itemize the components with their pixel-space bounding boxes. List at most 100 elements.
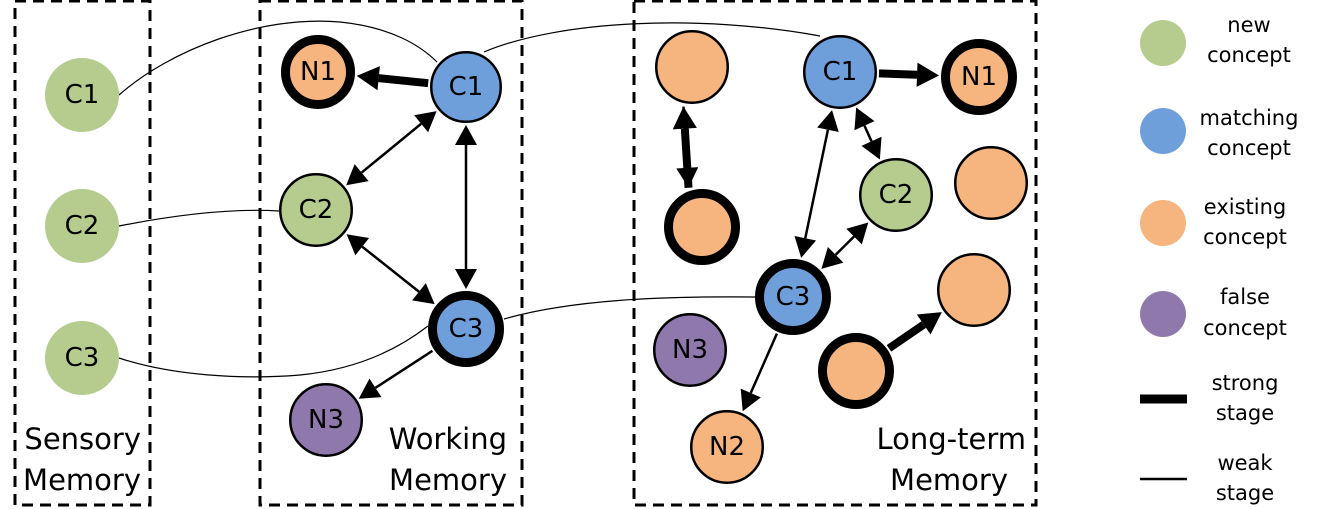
concept-node-l_e4 <box>937 253 1011 327</box>
edge-l_e2-to-l_e1-arrowhead <box>672 106 697 130</box>
legend-swatch-existing <box>1140 200 1186 246</box>
concept-circle-existing <box>954 146 1028 220</box>
region-label-sensory-line2: Memory <box>23 463 141 497</box>
concept-node-l_c2: C2 <box>859 158 933 232</box>
concept-node-w_c3: C3 <box>428 291 504 367</box>
edge-w_c1-to-w_c2-arrowhead <box>346 164 369 186</box>
concept-label: C3 <box>449 314 484 344</box>
concept-circle-matching <box>430 51 502 123</box>
legend-label-new-line1: new <box>1227 13 1270 37</box>
edge-l_e5-to-l_e4 <box>886 321 926 352</box>
edge-l_c1-to-l_c2-arrowhead <box>861 136 882 160</box>
concept-circle-existing <box>281 35 355 109</box>
concept-node-l_c1: C1 <box>803 35 877 109</box>
link-s_c3-to-w_c3 <box>118 325 429 378</box>
legend-label-strong-line2: stage <box>1216 401 1274 425</box>
edge-l_e5-to-l_e4-arrowhead <box>916 312 942 335</box>
concept-label: C1 <box>449 72 484 102</box>
legend-swatch-new <box>1140 20 1186 66</box>
region-box-longterm <box>632 0 1038 507</box>
concept-circle-matching <box>755 259 831 335</box>
concept-circle-new <box>859 158 933 232</box>
edge-l_c1-to-l_c3 <box>804 129 830 239</box>
concept-label: C3 <box>65 343 100 373</box>
concept-circle-new <box>45 189 119 263</box>
concept-circle-existing <box>655 30 729 104</box>
concept-circle-existing <box>818 333 894 409</box>
concept-node-l_e2 <box>664 189 740 265</box>
edge-w_c1-to-w_n1-arrowhead <box>356 66 380 91</box>
concept-label: N1 <box>300 57 336 87</box>
legend-label-new-line2: concept <box>1207 43 1291 67</box>
edge-l_c2-to-l_c3 <box>834 235 855 256</box>
concept-node-w_c2: C2 <box>279 173 353 247</box>
concept-node-l_n2: N2 <box>690 410 764 484</box>
concept-node-w_n1: N1 <box>281 35 355 109</box>
region-label-working-line1: Working <box>389 422 507 456</box>
edge-w_c2-to-w_c3 <box>361 245 420 293</box>
concept-node-s_c1: C1 <box>45 58 119 132</box>
concept-label: C2 <box>299 195 334 225</box>
link-s_c2-to-w_c2 <box>118 209 280 227</box>
edge-w_c1-to-w_n1 <box>378 74 429 88</box>
concept-circle-matching <box>428 291 504 367</box>
concept-node-w_n3: N3 <box>289 383 363 457</box>
concept-node-l_e5 <box>818 333 894 409</box>
region-label-longterm-line1: Long-term <box>876 422 1026 456</box>
edge-l_c2-to-l_c3-arrowhead <box>821 246 844 269</box>
concept-circle-existing <box>937 253 1011 327</box>
concept-label: C2 <box>879 180 914 210</box>
legend-swatch-matching <box>1140 108 1186 154</box>
edge-l_c1-to-l_c3-arrowhead <box>794 236 817 258</box>
concept-node-w_c1: C1 <box>430 51 502 123</box>
concept-circle-false <box>653 313 727 387</box>
region-box-sensory <box>13 0 152 507</box>
legend-label-weak-line1: weak <box>1217 451 1273 475</box>
region-label-longterm-line2: Memory <box>890 463 1008 497</box>
edge-w_c1-to-w_c2-arrowhead-start <box>414 111 437 133</box>
region-label-sensory-line1: Sensory <box>24 422 141 456</box>
edge-l_c3-to-l_n2-arrowhead <box>740 388 761 412</box>
edge-w_c2-to-w_c3-arrowhead <box>412 283 435 305</box>
concept-circle-existing <box>664 189 740 265</box>
legend-label-false-line2: concept <box>1203 316 1287 340</box>
concept-node-l_n1: N1 <box>941 39 1017 115</box>
legend-label-strong-line1: strong <box>1212 371 1279 395</box>
edge-l_e1-to-l_e2-arrowhead <box>676 167 699 188</box>
concept-circle-new <box>279 173 353 247</box>
concept-label: C2 <box>65 211 100 241</box>
edge-l_c1-to-l_c2-arrowhead-start <box>854 107 875 131</box>
concept-label: C1 <box>823 57 858 87</box>
concept-node-l_e1 <box>655 30 729 104</box>
concept-label: N2 <box>709 432 745 462</box>
edge-l_c1-to-l_n1 <box>878 69 918 79</box>
legend-swatch-false <box>1140 291 1186 337</box>
concept-node-l_e3 <box>954 146 1028 220</box>
concept-label: N3 <box>672 335 708 365</box>
edge-l_c1-to-l_c3-arrowhead-start <box>817 110 839 133</box>
legend-label-weak-line2: stage <box>1216 481 1274 505</box>
region-label-working-line2: Memory <box>389 463 507 497</box>
link-s_c1-to-w_c1 <box>118 20 438 96</box>
edge-w_c3-to-w_n3-arrowhead <box>358 378 382 399</box>
edge-w_c1-to-w_c3-arrowhead-start <box>455 125 477 145</box>
concept-node-s_c3: C3 <box>45 321 119 395</box>
legend-label-existing-line1: existing <box>1204 195 1286 219</box>
edge-w_c2-to-w_c3-arrowhead-start <box>346 234 370 256</box>
edge-l_c1-to-l_n1-arrowhead <box>916 62 940 87</box>
link-w_c3-to-l_c3 <box>503 296 756 320</box>
legend-label-matching-line2: concept <box>1207 136 1291 160</box>
concept-node-l_c3: C3 <box>755 259 831 335</box>
concept-node-l_n3: N3 <box>653 313 727 387</box>
legend: new concept matching concept existing co… <box>1140 13 1298 505</box>
cross-region-links <box>118 20 821 378</box>
edge-l_c1-to-l_c2 <box>863 125 873 142</box>
edge-w_c1-to-w_c3-arrowhead <box>455 269 477 289</box>
concept-circle-existing <box>690 410 764 484</box>
region-box-working <box>258 0 524 507</box>
concept-label: C3 <box>776 282 811 312</box>
legend-label-matching-line1: matching <box>1200 106 1299 130</box>
concept-circle-matching <box>803 35 877 109</box>
